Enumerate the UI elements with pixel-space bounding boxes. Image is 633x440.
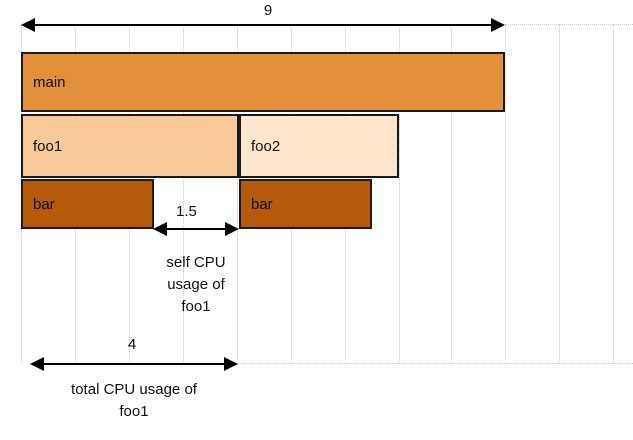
span-arrow-head-left-total-foo1	[30, 357, 44, 371]
span-arrow-total-foo1	[37, 363, 231, 365]
grid-line-v-4	[237, 24, 238, 364]
span-arrow-head-right-total-main	[491, 18, 505, 32]
self-cpu-caption: self CPU usage of foo1	[146, 252, 246, 318]
frame-bar-right-label: bar	[251, 195, 273, 213]
grid-line-v-7	[399, 24, 400, 364]
total-cpu-caption-line-1: total CPU usage of	[71, 381, 197, 398]
total-cpu-caption: total CPU usage of foo1	[34, 379, 234, 423]
span-arrow-head-left-self-foo1	[153, 222, 167, 236]
self-cpu-caption-line-2: usage of	[167, 276, 225, 293]
span-arrow-self-foo1	[160, 228, 232, 230]
span-arrow-head-right-self-foo1	[225, 222, 239, 236]
frame-main-label: main	[33, 73, 66, 91]
total-cpu-caption-line-2: foo1	[119, 403, 149, 420]
frame-bar-left-label: bar	[33, 195, 55, 213]
grid-line-v-9	[505, 24, 506, 364]
self-cpu-caption-line-3: foo1	[181, 298, 211, 315]
frame-foo2-label: foo2	[251, 137, 281, 155]
span-arrow-head-right-total-foo1	[224, 357, 238, 371]
span-label-self-foo1: 1.5	[176, 203, 197, 220]
frame-foo2[interactable]: foo2	[239, 114, 399, 178]
frame-bar-right[interactable]: bar	[239, 179, 372, 229]
grid-line-v-10	[559, 24, 560, 364]
span-label-total-foo1: 4	[127, 336, 137, 353]
grid-line-v-11	[613, 24, 614, 364]
grid-line-h-bottom	[237, 363, 633, 364]
grid-line-v-8	[451, 24, 452, 364]
frame-main[interactable]: main	[21, 52, 505, 112]
grid-line-v-3	[183, 24, 184, 364]
grid-line-h-top	[505, 24, 633, 25]
self-cpu-caption-line-1: self CPU	[166, 254, 226, 271]
frame-foo1[interactable]: foo1	[21, 114, 239, 178]
frame-bar-left[interactable]: bar	[21, 179, 154, 229]
frame-foo1-label: foo1	[33, 137, 63, 155]
span-arrow-head-left-total-main	[21, 18, 35, 32]
span-label-total-main: 9	[263, 2, 273, 19]
span-arrow-total-main	[28, 24, 498, 26]
